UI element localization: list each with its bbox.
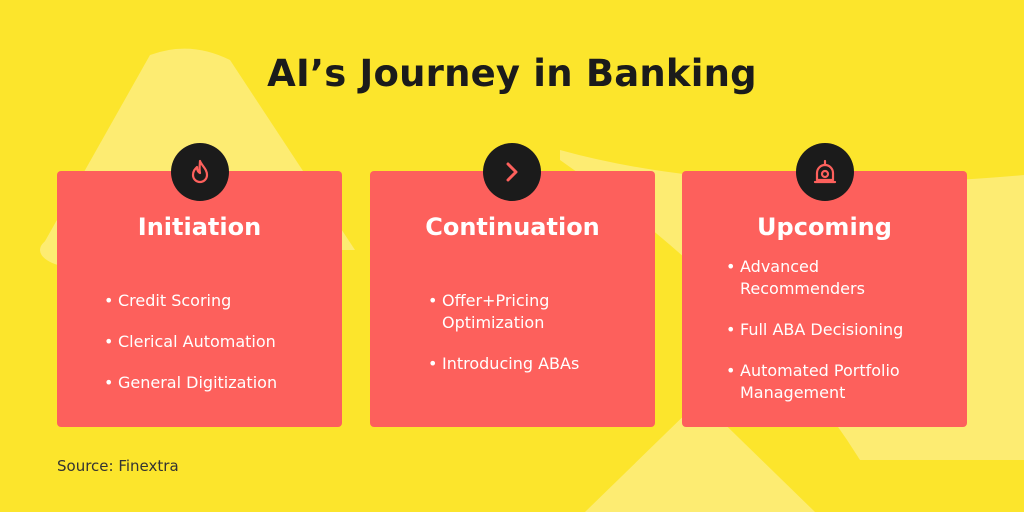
card-continuation: Continuation •Offer+Pricing Optimization… <box>370 171 655 427</box>
item-list: •Advanced Recommenders •Full ABA Decisio… <box>682 256 967 423</box>
list-item: •General Digitization <box>104 373 278 392</box>
card-initiation: Initiation •Credit Scoring •Clerical Aut… <box>57 171 342 427</box>
list-item: •Advanced Recommenders <box>682 256 906 300</box>
list-item-text: Automated Portfolio Management <box>740 361 900 402</box>
list-item: •Offer+Pricing Optimization <box>370 290 608 334</box>
card-title: Continuation <box>425 213 600 241</box>
item-list: •Offer+Pricing Optimization •Introducing… <box>370 290 655 394</box>
background-triangle-bottom <box>585 400 815 512</box>
list-item-text: Clerical Automation <box>118 332 276 351</box>
list-item-text: Advanced Recommenders <box>740 257 865 298</box>
card-title: Upcoming <box>757 213 892 241</box>
card-upcoming: Upcoming •Advanced Recommenders •Full AB… <box>682 171 967 427</box>
page-title: AI’s Journey in Banking <box>267 52 757 95</box>
list-item-text: Introducing ABAs <box>442 354 580 373</box>
list-item-text: General Digitization <box>118 373 278 392</box>
chevron-right-icon <box>483 143 541 201</box>
list-item-text: Offer+Pricing Optimization <box>442 291 550 332</box>
list-item: •Introducing ABAs <box>428 354 580 373</box>
list-item: •Credit Scoring <box>104 291 232 310</box>
card-title: Initiation <box>137 213 262 241</box>
robot-icon <box>796 143 854 201</box>
list-item-text: Full ABA Decisioning <box>740 320 904 339</box>
list-item-text: Credit Scoring <box>118 291 232 310</box>
flame-icon <box>171 143 229 201</box>
list-item: •Full ABA Decisioning <box>726 320 904 339</box>
item-list: •Credit Scoring •Clerical Automation •Ge… <box>57 290 342 413</box>
list-item: •Clerical Automation <box>104 332 276 351</box>
source-caption: Source: Finextra <box>57 457 179 475</box>
list-item: •Automated Portfolio Management <box>682 360 926 404</box>
